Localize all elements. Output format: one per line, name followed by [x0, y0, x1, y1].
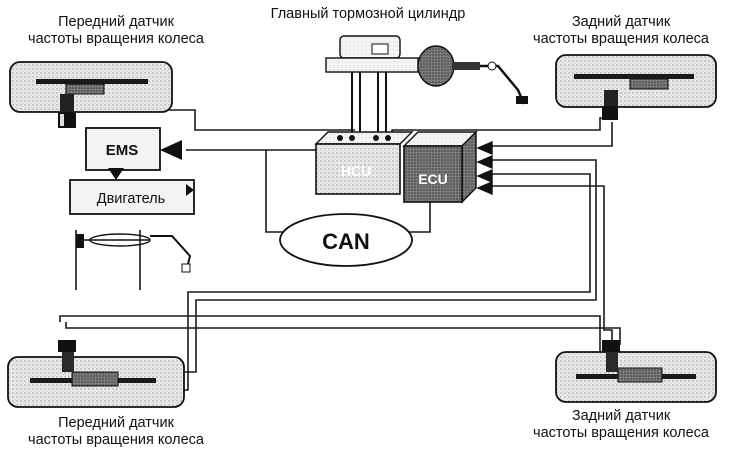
rear-right-wheel-assembly — [555, 340, 717, 403]
front-right-sensor-line2: частоты вращения колеса — [533, 31, 709, 47]
front-right-sensor-line1: Задний датчик — [571, 14, 671, 30]
rear-left-sensor-label: Передний датчик частоты вращения колеса — [0, 415, 232, 449]
ecu-block — [402, 130, 493, 204]
front-left-sensor-line1: Передний датчик — [58, 14, 174, 30]
rear-right-sensor-label: Задний датчик частоты вращения колеса — [505, 408, 735, 442]
can-bus — [279, 213, 413, 267]
front-left-sensor-line2: частоты вращения колеса — [28, 31, 204, 47]
ems-engine-group — [69, 127, 195, 273]
master-cylinder-assembly — [325, 35, 528, 132]
rear-left-sensor-line1: Передний датчик — [58, 415, 174, 431]
hcu-block — [314, 131, 414, 195]
front-right-sensor-label: Задний датчик частоты вращения колеса — [505, 14, 735, 48]
master-cylinder-label: Главный тормозной цилиндр — [270, 6, 466, 22]
rear-right-sensor-line2: частоты вращения колеса — [533, 425, 709, 441]
can-label: CAN — [322, 229, 370, 254]
ecu-label: ECU — [418, 171, 448, 187]
ems-label: EMS — [106, 142, 139, 159]
front-left-wheel-assembly — [9, 61, 173, 128]
rear-left-sensor-line2: частоты вращения колеса — [28, 432, 204, 448]
engine-label: Двигатель — [97, 191, 165, 207]
front-right-wheel-assembly — [555, 54, 717, 120]
hcu-label: HCU — [341, 163, 371, 179]
rear-right-sensor-line1: Задний датчик — [571, 408, 671, 424]
front-left-sensor-label: Передний датчик частоты вращения колеса — [0, 14, 232, 48]
rear-left-wheel-assembly — [7, 340, 185, 408]
